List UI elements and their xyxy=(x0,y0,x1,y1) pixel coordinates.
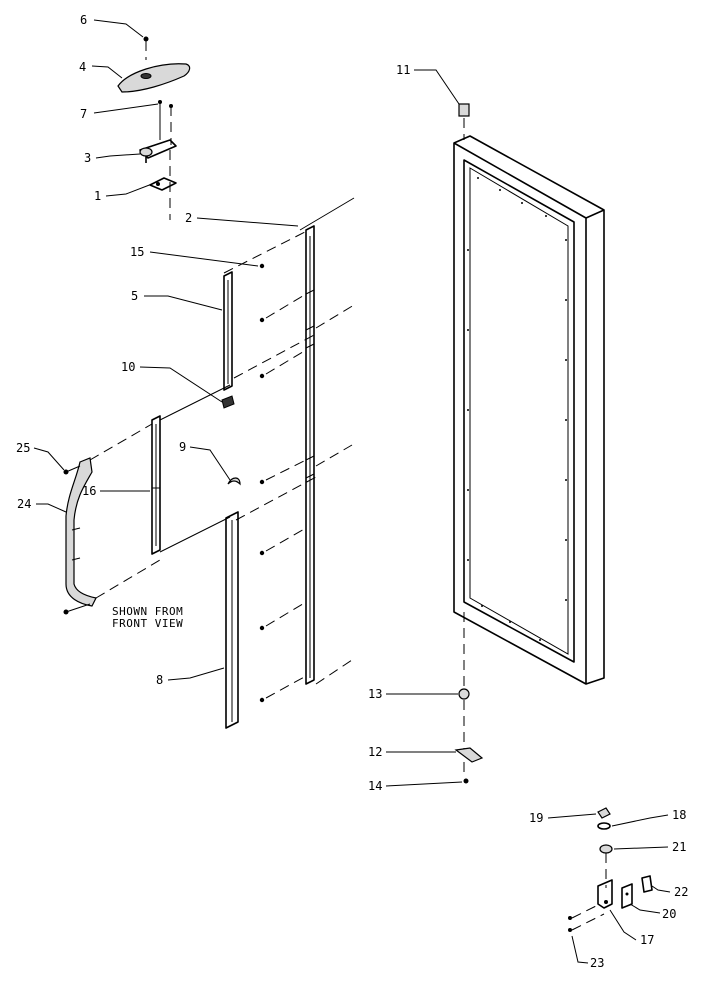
callout-20: 20 xyxy=(662,907,676,921)
retainer-clip-part xyxy=(227,477,241,486)
callout-14: 14 xyxy=(368,779,382,793)
door-panel xyxy=(453,103,605,690)
callout-labels: 6 4 7 3 1 2 15 5 10 9 16 25 24 8 11 13 1… xyxy=(16,13,688,970)
callout-23: 23 xyxy=(590,956,604,970)
callout-12: 12 xyxy=(368,745,382,759)
door-trim-assembly xyxy=(151,197,355,729)
door-handle-assembly xyxy=(63,423,161,615)
washer-part xyxy=(463,778,469,784)
callout-9: 9 xyxy=(179,440,186,454)
callout-6: 6 xyxy=(80,13,87,27)
callout-22: 22 xyxy=(674,885,688,899)
view-note: SHOWN FROM FRONT VIEW xyxy=(112,605,183,630)
callout-25: 25 xyxy=(16,441,30,455)
callout-1: 1 xyxy=(94,189,101,203)
lower-hinge-assembly xyxy=(568,807,653,932)
callout-17: 17 xyxy=(640,933,654,947)
screw-dots xyxy=(259,263,307,703)
callout-leaders xyxy=(33,19,671,964)
upper-trim-strip-part xyxy=(223,271,233,391)
callout-10: 10 xyxy=(121,360,135,374)
callout-11: 11 xyxy=(396,63,410,77)
callout-19: 19 xyxy=(529,811,543,825)
lower-hinge-part xyxy=(597,879,613,909)
shim-plate-part xyxy=(621,883,633,909)
lower-trim-strip-part xyxy=(225,511,239,729)
vertical-trim-strip-part xyxy=(305,225,315,685)
stop-bracket-part xyxy=(454,747,484,763)
bushing-part xyxy=(458,688,470,700)
note-line-2: FRONT VIEW xyxy=(112,617,183,630)
callout-3: 3 xyxy=(84,151,91,165)
hinge-cover-plate-part xyxy=(641,875,653,893)
callout-2: 2 xyxy=(185,211,192,225)
hinge-shim-part xyxy=(149,177,177,191)
door-handle-part xyxy=(65,457,97,607)
callout-15: 15 xyxy=(130,245,144,259)
callout-16: 16 xyxy=(82,484,96,498)
hinge-cap-part xyxy=(597,807,611,819)
top-bushing-part xyxy=(458,103,470,117)
screw-part xyxy=(143,36,149,42)
callout-4: 4 xyxy=(79,60,86,74)
callout-13: 13 xyxy=(368,687,382,701)
callout-8: 8 xyxy=(156,673,163,687)
door-panel-part xyxy=(453,135,605,685)
callout-7: 7 xyxy=(80,107,87,121)
callout-21: 21 xyxy=(672,840,686,854)
top-hinge-assembly xyxy=(117,36,191,220)
callout-5: 5 xyxy=(131,289,138,303)
hinge-cover-part xyxy=(117,63,191,93)
handle-trim-strip-part xyxy=(151,415,161,555)
callout-24: 24 xyxy=(17,497,31,511)
callout-18: 18 xyxy=(672,808,686,822)
bottom-hinge-assembly xyxy=(454,688,484,784)
note-line-1: SHOWN FROM xyxy=(112,605,183,618)
